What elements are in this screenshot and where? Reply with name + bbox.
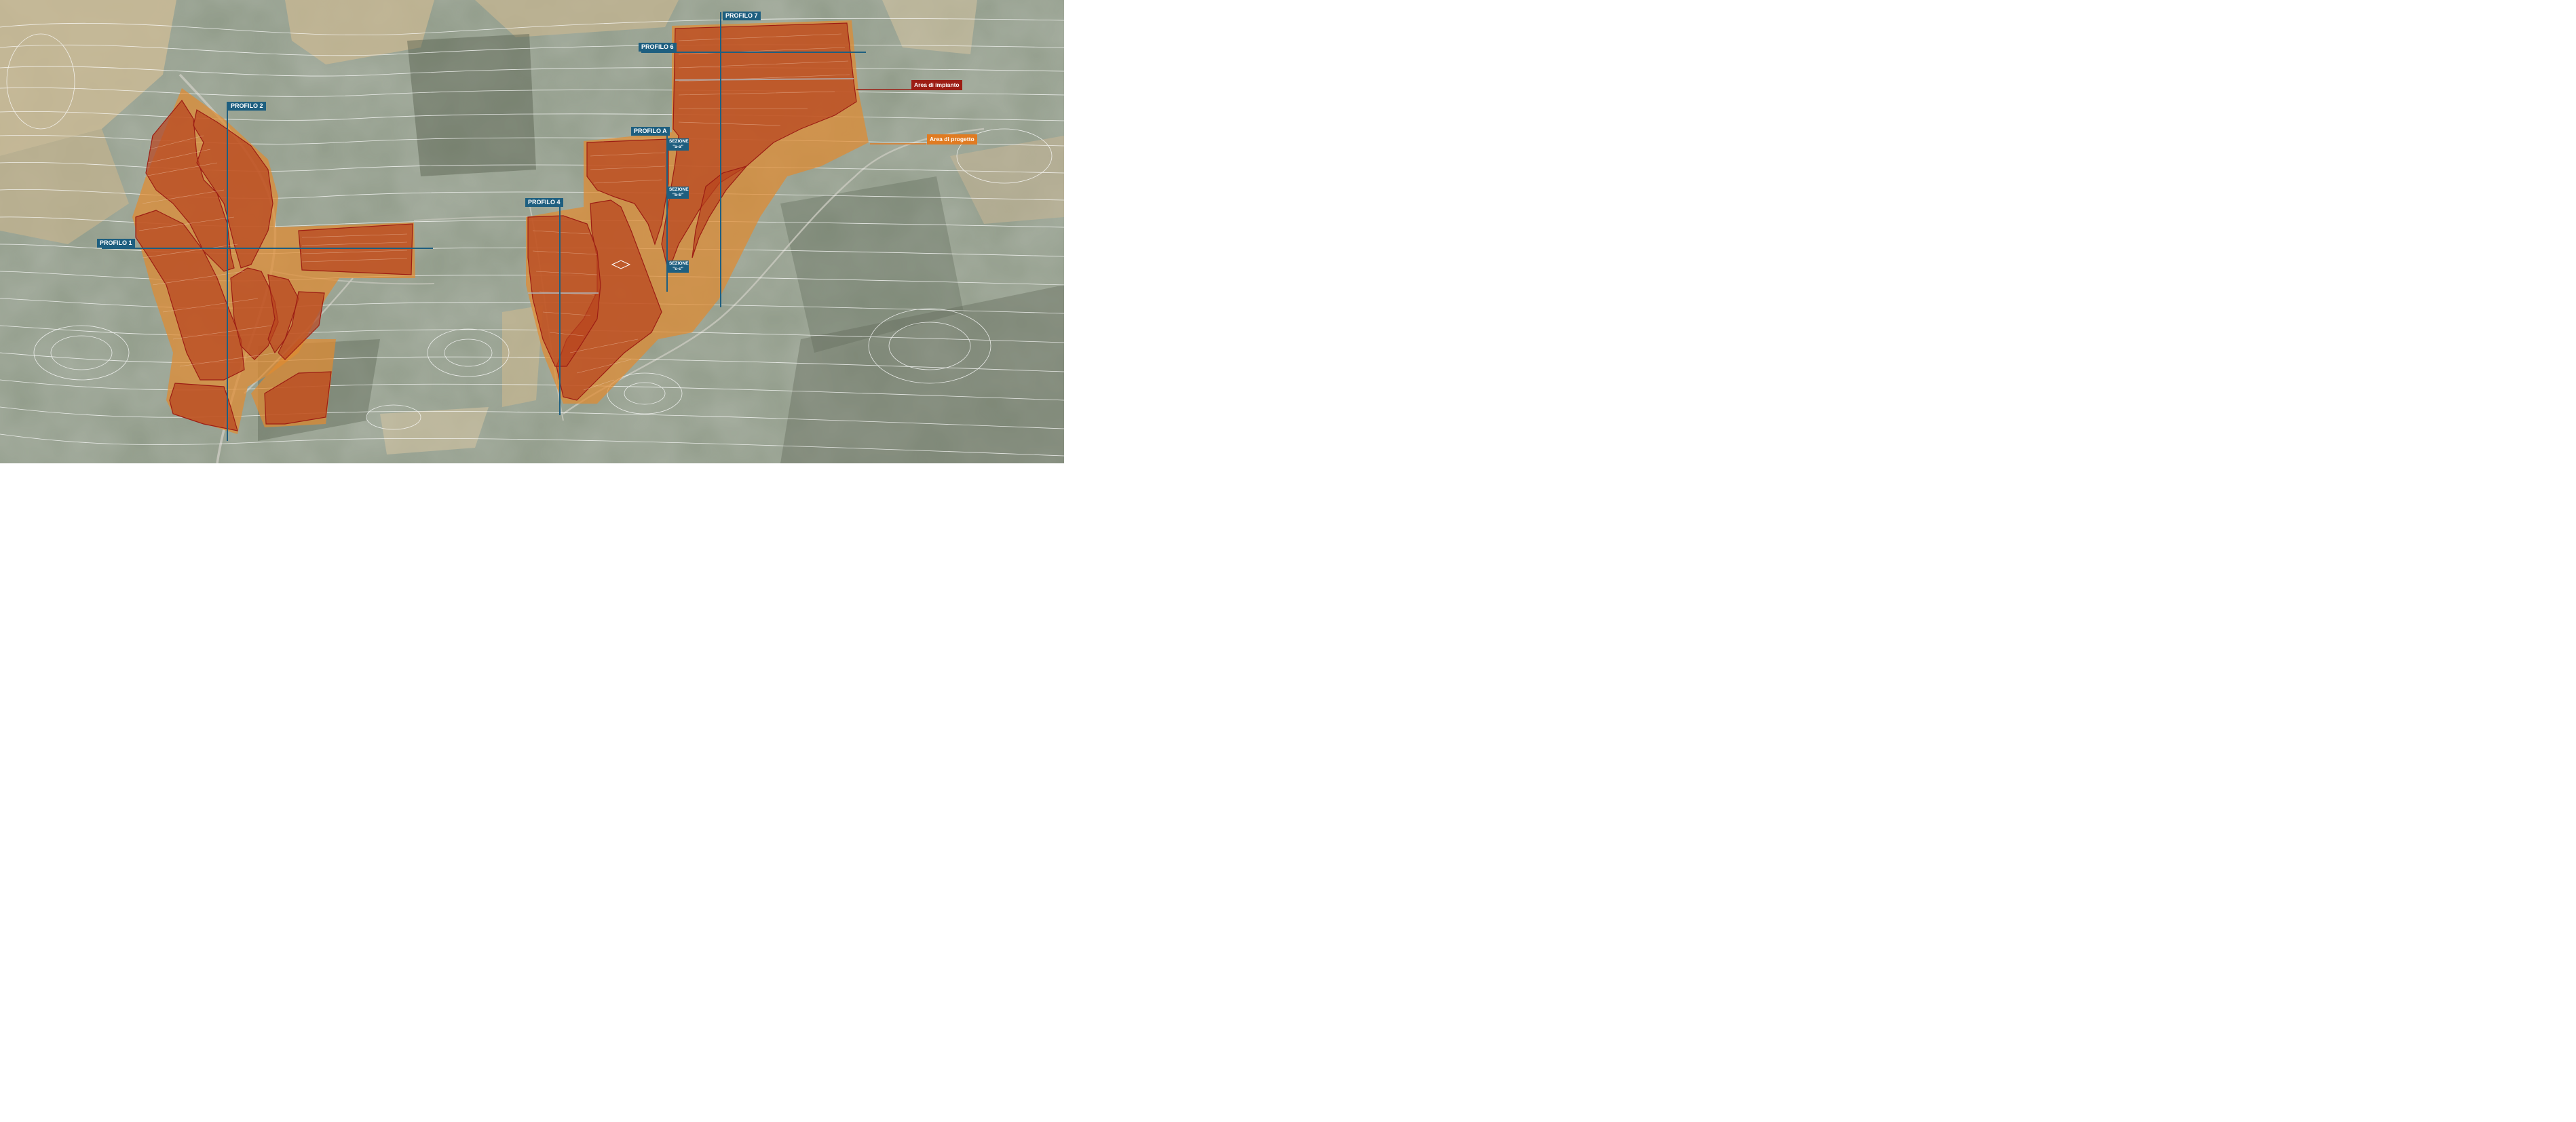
sezione-a-a-line2: "a-a" (673, 144, 683, 149)
site-map: PROFILO 1 PROFILO 2 PROFILO 4 PROFILO 6 … (0, 0, 1064, 463)
sezione-b-b-line2: "b-b" (672, 193, 684, 197)
sezione-b-b-tag: SEZIONE "b-b" (667, 187, 689, 199)
sezione-c-c-line2: "c-c" (673, 267, 683, 271)
legend-leaders (856, 89, 926, 144)
profilo-1-tag: PROFILO 1 (97, 239, 135, 248)
profilo-2-tag: PROFILO 2 (228, 102, 266, 111)
profilo-6-tag: PROFILO 6 (639, 43, 677, 52)
sezione-c-c-tag: SEZIONE "c-c" (667, 260, 689, 273)
sezione-a-a-line1: SEZIONE (669, 139, 689, 144)
sezione-c-c-line1: SEZIONE (669, 261, 689, 266)
profilo-4-tag: PROFILO 4 (525, 198, 563, 207)
area-di-impianto (135, 22, 857, 431)
profilo-7-tag: PROFILO 7 (723, 12, 761, 20)
sezione-b-b-line1: SEZIONE (669, 187, 689, 192)
legend-area-di-impianto: Area di impianto (911, 80, 962, 90)
map-canvas (0, 0, 1064, 463)
sezione-a-a-tag: SEZIONE "a-a" (667, 138, 689, 151)
legend-area-di-progetto: Area di progetto (927, 134, 977, 144)
profilo-a-tag: PROFILO A (631, 127, 670, 136)
survey-marker (611, 260, 631, 269)
internal-tracks (528, 78, 854, 294)
